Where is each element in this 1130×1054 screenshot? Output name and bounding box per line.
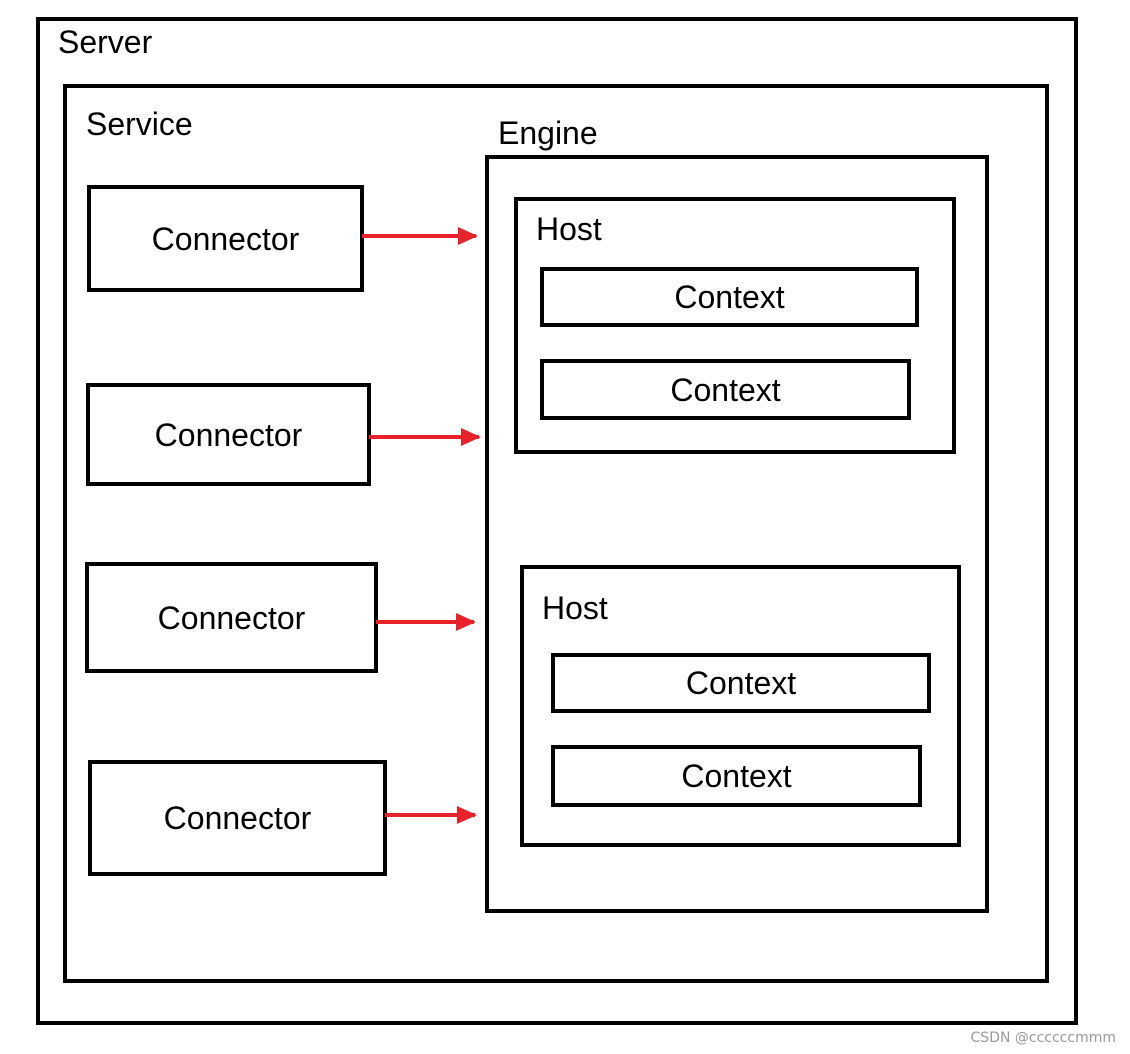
connector-to-engine-arrow [376, 613, 476, 631]
connector-to-engine-arrow [362, 227, 478, 245]
server-label: Server [58, 24, 153, 60]
connector-label: Connector [163, 800, 312, 836]
connector-to-engine-arrow [369, 428, 481, 446]
connector-to-engine-arrow [385, 806, 477, 824]
context-label: Context [681, 758, 792, 794]
connector-box: Connector [85, 562, 378, 673]
engine-label: Engine [498, 115, 598, 151]
context-label: Context [674, 279, 785, 315]
context-box: Context [540, 267, 919, 327]
context-box: Context [540, 359, 911, 420]
host-label: Host [542, 590, 608, 626]
connector-box: Connector [88, 760, 387, 876]
context-box: Context [551, 653, 931, 713]
connector-label: Connector [157, 599, 306, 636]
connector-box: Connector [87, 185, 364, 292]
context-label: Context [670, 371, 781, 408]
context-label: Context [685, 665, 797, 701]
connector-label: Connector [154, 416, 303, 453]
connector-box: Connector [86, 383, 371, 486]
connector-label: Connector [151, 220, 300, 257]
context-box: Context [551, 745, 922, 807]
host-label: Host [536, 211, 602, 247]
service-label: Service [86, 106, 193, 142]
watermark-text: CSDN @ccccccmmm [970, 1030, 1116, 1046]
